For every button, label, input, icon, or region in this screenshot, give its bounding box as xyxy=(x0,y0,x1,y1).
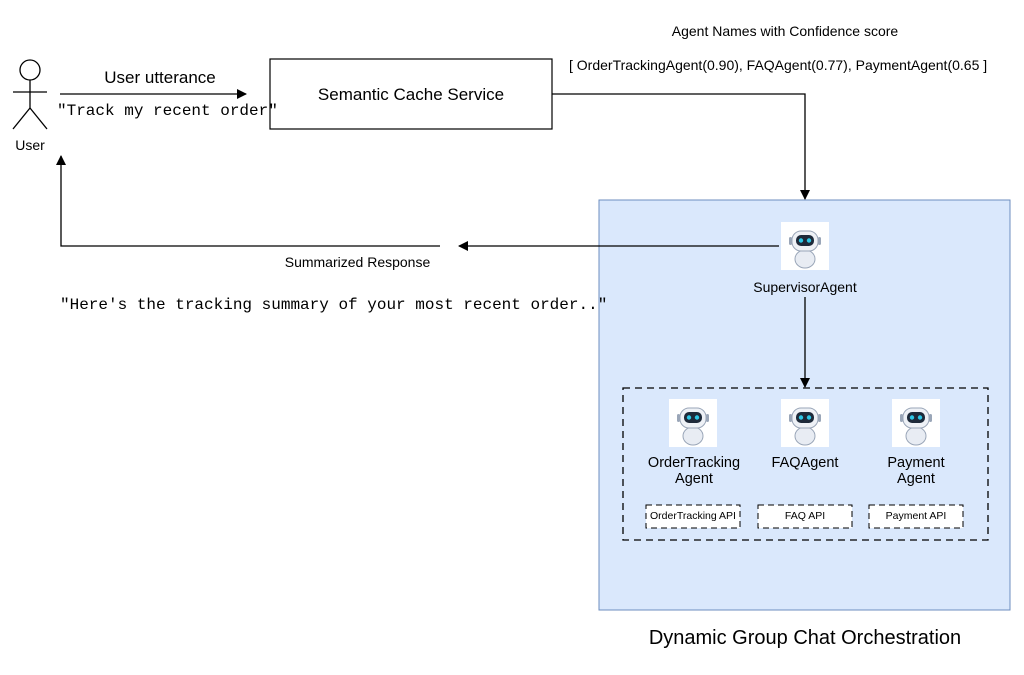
api-box-faq[interactable] xyxy=(757,504,853,529)
agent-label-payment: Payment Agent xyxy=(856,455,976,487)
response-text: "Here's the tracking summary of your mos… xyxy=(60,296,608,314)
agent-name-line2: Agent xyxy=(675,471,713,487)
agent-name-line1: Payment xyxy=(887,455,945,471)
semantic-cache-label: Semantic Cache Service xyxy=(317,85,505,104)
utterance-text: "Track my recent order" xyxy=(57,102,278,120)
orchestration-title: Dynamic Group Chat Orchestration xyxy=(648,627,962,649)
agent-name-line2: Agent xyxy=(897,471,935,487)
robot-icon[interactable] xyxy=(781,399,829,452)
agent-name-line1: FAQAgent xyxy=(771,455,839,471)
api-box-ordertracking[interactable] xyxy=(645,504,741,529)
user-utterance-label: User utterance xyxy=(104,68,216,87)
user-stick-figure-icon[interactable] xyxy=(12,59,48,130)
confidence-title: Agent Names with Confidence score xyxy=(671,23,899,39)
api-label-faq: FAQ API xyxy=(784,510,826,522)
agent-name-line1: OrderTracking xyxy=(647,455,741,471)
robot-icon[interactable] xyxy=(781,222,829,275)
robot-icon[interactable] xyxy=(892,399,940,452)
arrow-response-to-user xyxy=(56,155,440,247)
agent-group-box xyxy=(622,387,989,541)
agent-label-ordertracking: OrderTracking Agent xyxy=(634,455,754,487)
arrow-cache-to-supervisor xyxy=(552,93,810,200)
api-box-payment[interactable] xyxy=(868,504,964,529)
confidence-list: [ OrderTrackingAgent(0.90), FAQAgent(0.7… xyxy=(569,57,988,73)
api-label-payment: Payment API xyxy=(885,510,947,522)
summarized-response-label: Summarized Response xyxy=(284,254,431,270)
robot-icon[interactable] xyxy=(669,399,717,452)
semantic-cache-box[interactable] xyxy=(269,58,553,130)
user-label: User xyxy=(15,137,45,153)
supervisor-agent-label: SupervisorAgent xyxy=(753,279,857,295)
api-label-ordertracking: OrderTracking API xyxy=(650,510,736,522)
agent-label-faq: FAQAgent xyxy=(745,455,865,471)
